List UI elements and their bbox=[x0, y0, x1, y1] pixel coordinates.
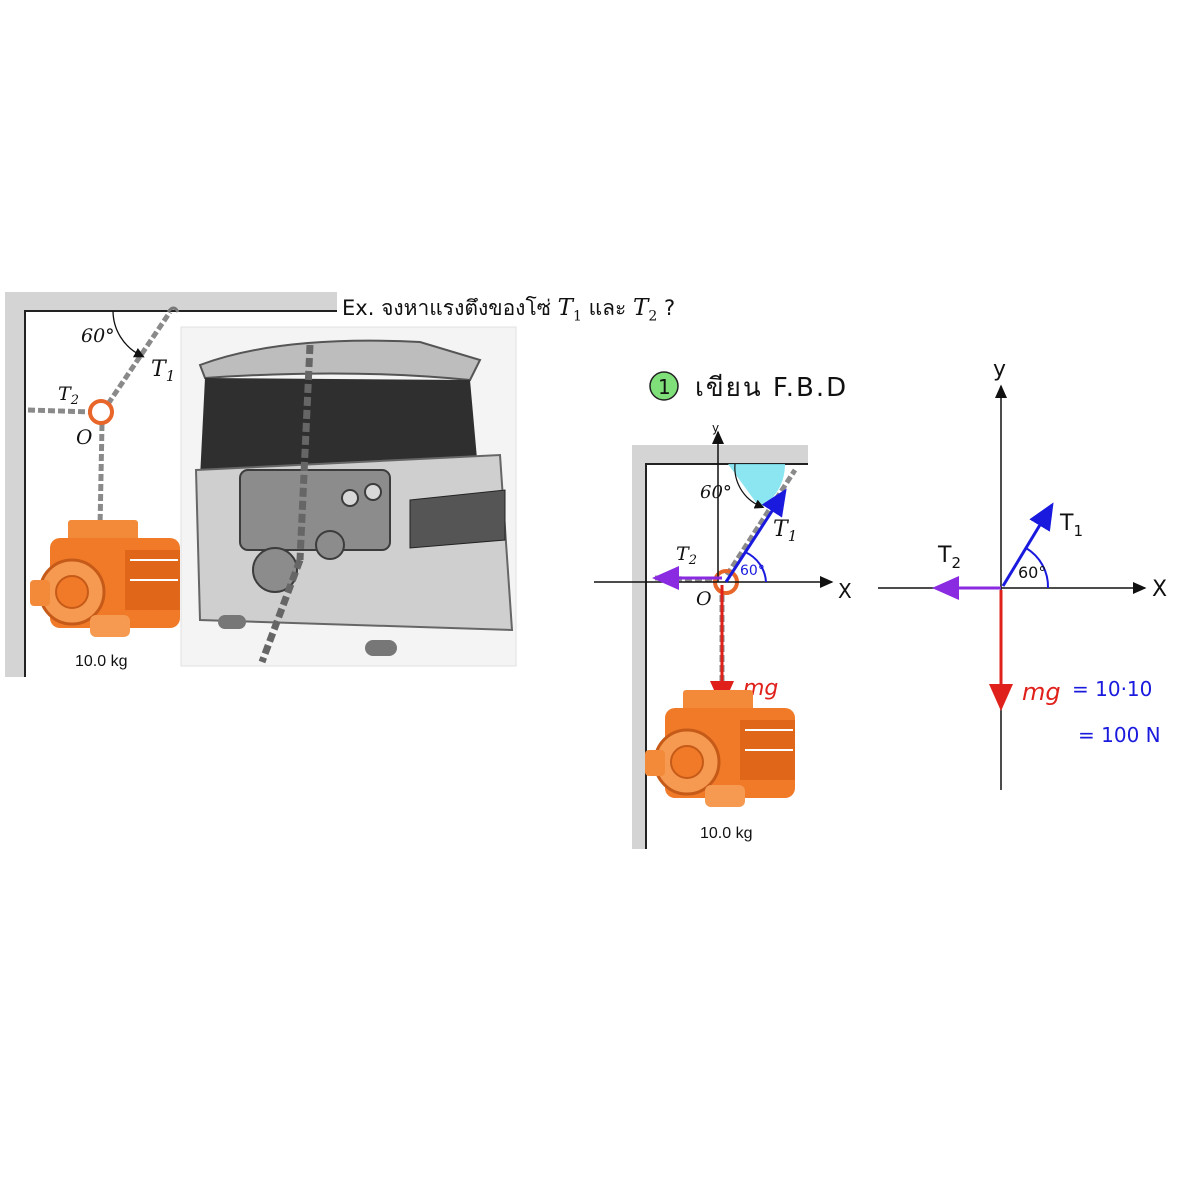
problem-t2: T2 bbox=[633, 295, 658, 325]
fbd-left-angle-outer: 60° bbox=[700, 482, 732, 503]
fbd-right: y X 60° T1 T2 mg = 10·10 = 100 N bbox=[878, 357, 1167, 790]
step-badge bbox=[649, 371, 679, 401]
fbd-right-t1: T1 bbox=[1059, 511, 1083, 540]
problem-prefix: Ex. bbox=[342, 296, 375, 320]
fbd-left-t1: T1 bbox=[773, 517, 797, 545]
problem-conj: และ bbox=[588, 296, 627, 320]
fbd-left-x-label: X bbox=[838, 579, 852, 603]
fbd-right-angle: 60° bbox=[1018, 563, 1046, 582]
problem-statement: Ex. จงหาแรงตึงของโซ่ T1 และ T2 ? bbox=[342, 292, 675, 325]
fbd-left-mass: 10.0 kg bbox=[700, 825, 752, 842]
t1-label: T1 bbox=[151, 357, 175, 385]
point-o-label: O bbox=[76, 425, 92, 449]
chain-t1 bbox=[105, 310, 173, 406]
chain-t2 bbox=[27, 407, 93, 415]
fbd-right-t1-arrow bbox=[1001, 502, 1054, 587]
ceiling-shade bbox=[5, 292, 337, 310]
chain-down bbox=[97, 423, 105, 529]
problem-t1: T1 bbox=[557, 295, 582, 325]
fbd-chain-t1 bbox=[724, 468, 798, 577]
fbd-left-ceiling bbox=[632, 445, 808, 463]
mass-label: 10.0 kg bbox=[75, 653, 127, 670]
wall-ceiling-edge bbox=[24, 310, 337, 677]
calc-line-2: = 100 N bbox=[1078, 723, 1161, 747]
t1-arrow bbox=[724, 488, 787, 583]
fbd-left-angle-inner: 60° bbox=[740, 563, 765, 579]
fbd-left-t2: T2 bbox=[676, 543, 697, 568]
ring-o bbox=[88, 399, 114, 425]
problem-question: จงหาแรงตึงของโซ่ bbox=[381, 296, 551, 320]
inner-angle-arc bbox=[744, 551, 767, 583]
engine-illustration bbox=[30, 520, 180, 637]
fbd-left-wall bbox=[632, 445, 646, 849]
fbd-left: y X 60° 60° T1 T2 O mg 10.0 kg bbox=[594, 421, 852, 849]
car-trunk-illustration bbox=[180, 326, 517, 667]
chain-hook-top bbox=[166, 306, 180, 313]
fbd-left-y-label: y bbox=[712, 421, 719, 435]
angle-arc-60 bbox=[112, 310, 145, 358]
step-header: 1 เขียน F.B.D bbox=[649, 371, 848, 403]
angle-wedge bbox=[728, 464, 786, 508]
t2-label: T2 bbox=[58, 383, 79, 408]
angle-label: 60° bbox=[81, 325, 115, 347]
fbd-right-x-label: X bbox=[1152, 577, 1167, 602]
fbd-left-point-o: O bbox=[696, 588, 712, 610]
original-figure: 60° T1 T2 O 10.0 kg bbox=[5, 292, 517, 677]
fbd-right-t2: T2 bbox=[937, 543, 961, 572]
step-number: 1 bbox=[658, 375, 671, 399]
fbd-right-mg: mg bbox=[1022, 678, 1061, 706]
step-text: เขียน F.B.D bbox=[695, 373, 848, 403]
problem-question-mark: ? bbox=[663, 296, 676, 320]
calc-line-1: = 10·10 bbox=[1072, 677, 1152, 701]
fbd-engine-illustration bbox=[645, 690, 795, 807]
fbd-right-angle-arc bbox=[1025, 547, 1050, 589]
fbd-right-y-label: y bbox=[993, 357, 1006, 382]
angle-arc bbox=[734, 463, 765, 509]
wall-shade bbox=[5, 292, 25, 677]
